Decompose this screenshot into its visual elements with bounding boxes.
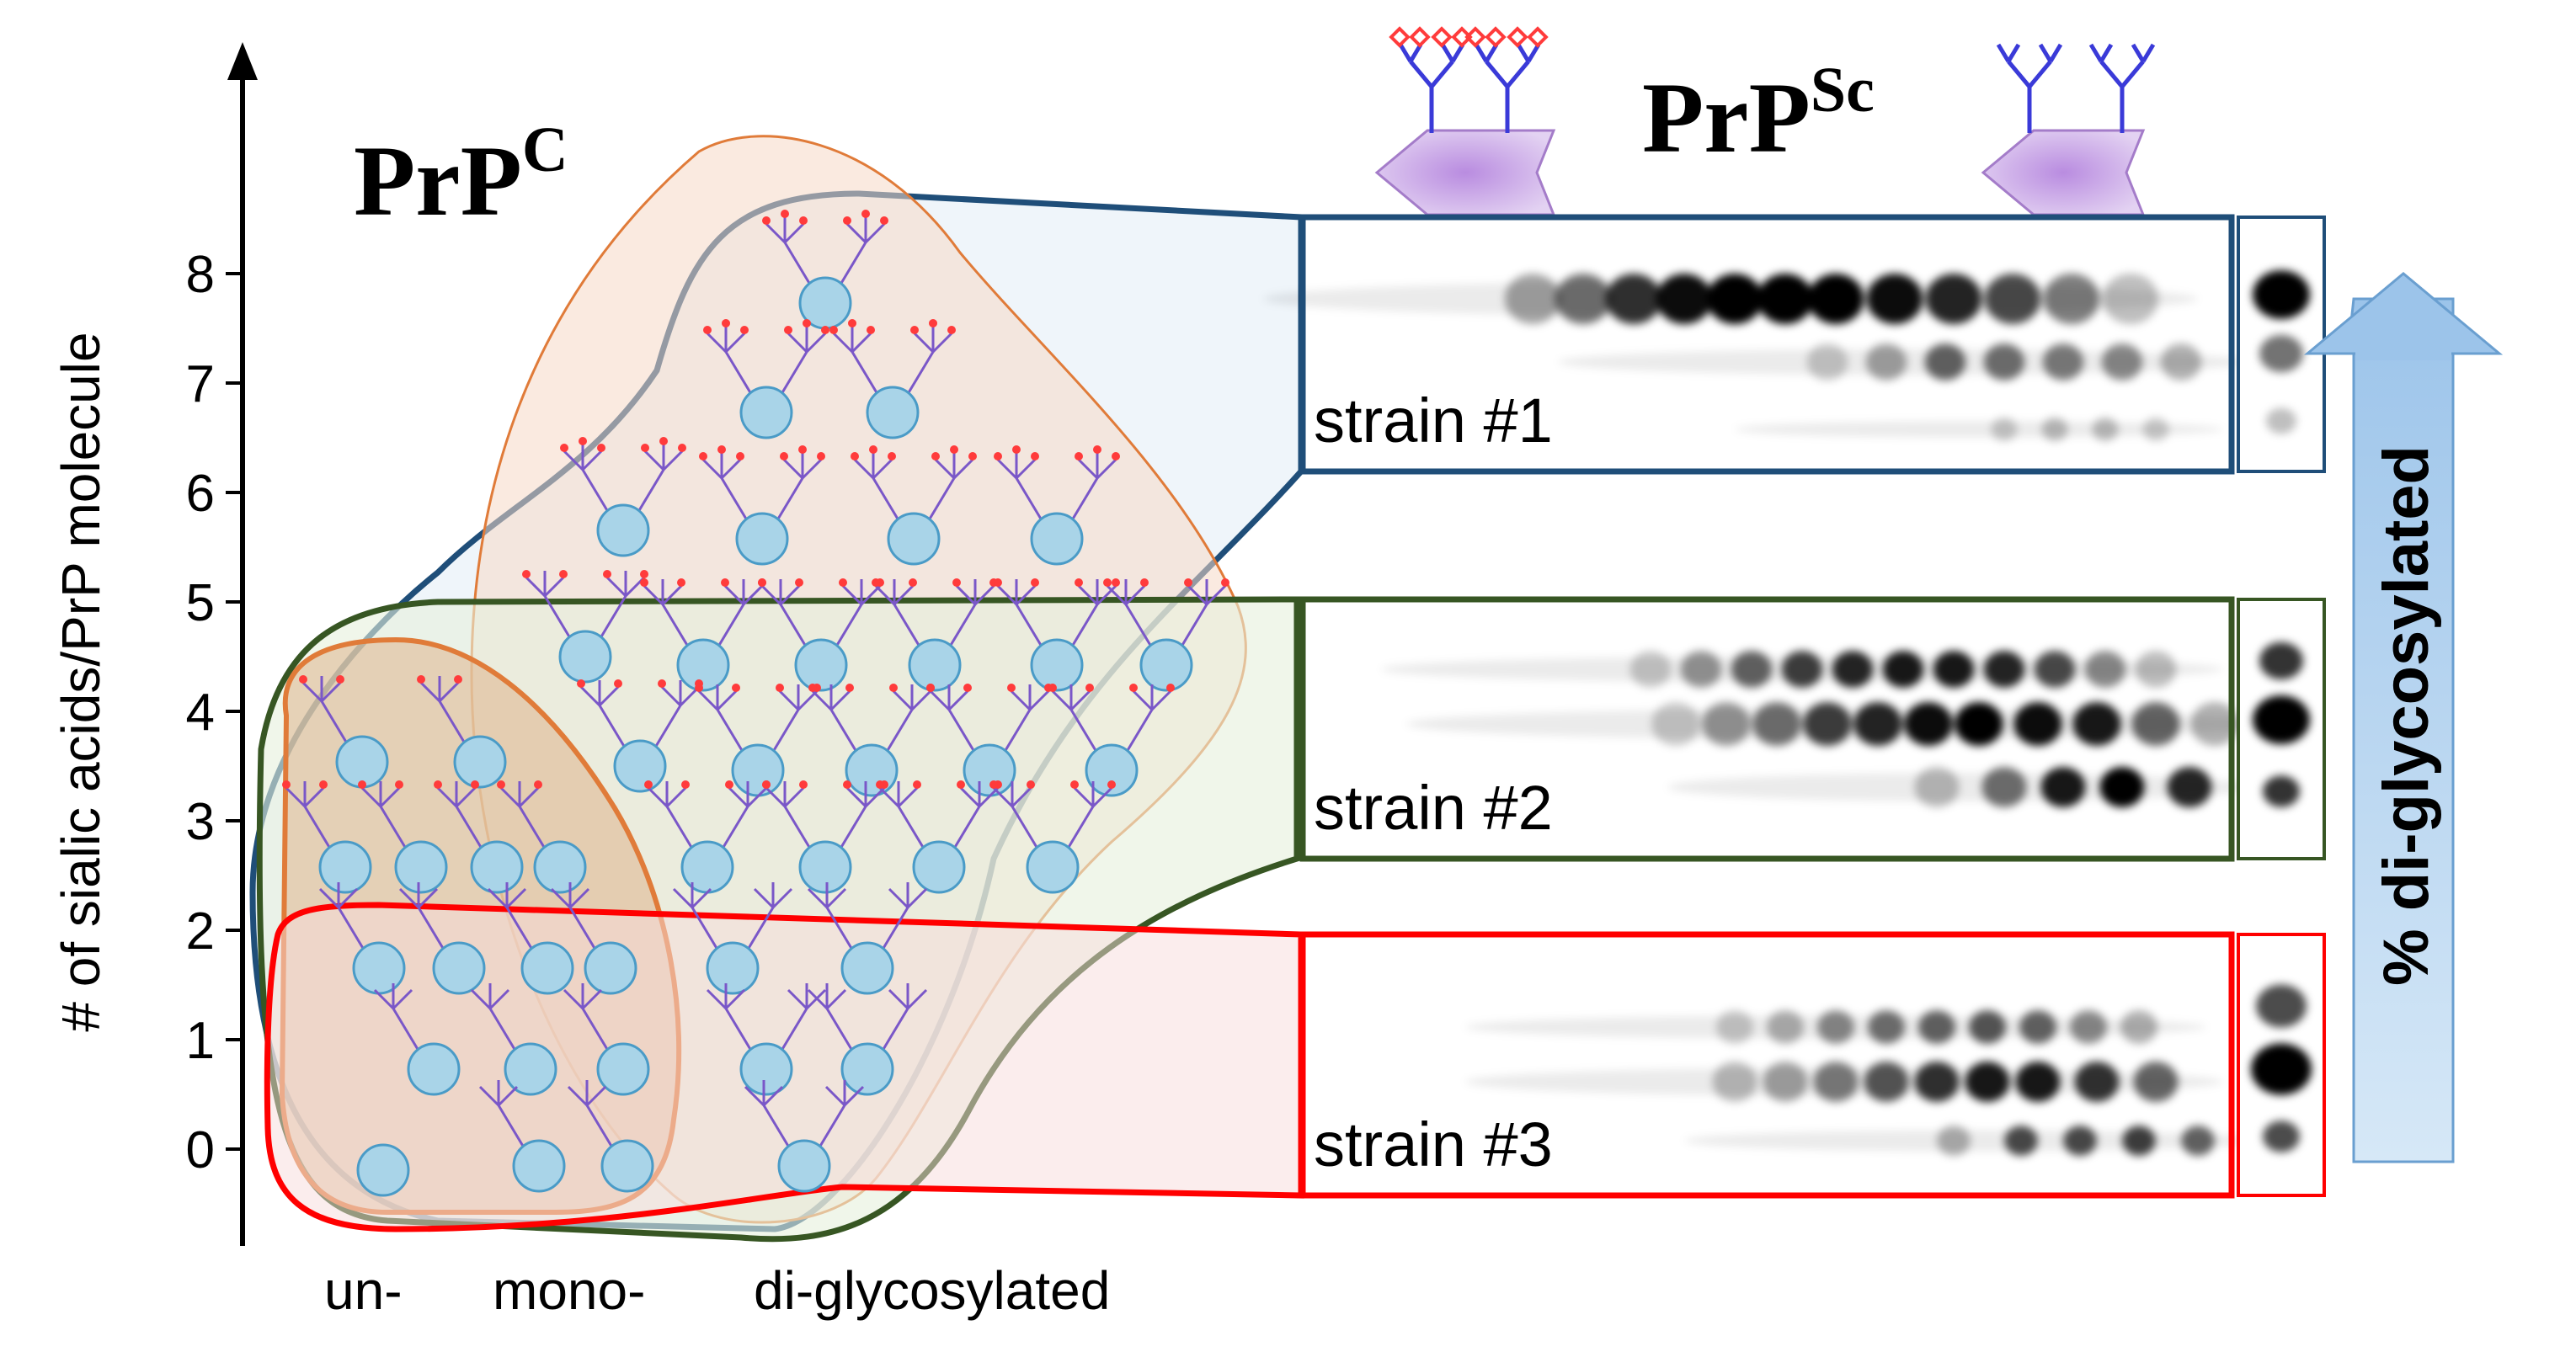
y-tick-label: 7 bbox=[186, 355, 215, 413]
blot-panel-strain1: strain #1 bbox=[1263, 214, 2326, 475]
arrow-label: % di-glycosylated bbox=[2371, 445, 2442, 986]
prpc-molecule bbox=[358, 780, 448, 894]
y-tick-label: 4 bbox=[186, 684, 215, 742]
y-tick-label: 1 bbox=[186, 1012, 215, 1070]
blot-frame bbox=[1299, 214, 2235, 475]
strain-label: strain #2 bbox=[1314, 773, 1553, 843]
y-tick-label: 2 bbox=[186, 902, 215, 961]
prpc-molecule bbox=[417, 675, 507, 789]
prpc-molecule bbox=[762, 780, 888, 894]
x-label-un: un- bbox=[324, 1260, 403, 1321]
y-axis-arrowhead bbox=[227, 42, 258, 80]
di-glycosylated-arrow: % di-glycosylated bbox=[2303, 272, 2504, 1163]
prpc-molecule bbox=[994, 578, 1120, 692]
y-tick-label: 6 bbox=[186, 465, 215, 523]
strain-label: strain #1 bbox=[1314, 386, 1553, 455]
side-lane-bands bbox=[2253, 270, 2310, 434]
prpc-molecule bbox=[560, 437, 686, 557]
prpc-molecule bbox=[703, 319, 829, 439]
x-label-mono: mono- bbox=[493, 1260, 645, 1321]
y-axis: 0 1 2 3 4 5 6 7 8 # of sialic acids/PrP molecule bbox=[51, 42, 258, 1246]
prpc-molecule bbox=[550, 882, 637, 995]
glycan-icon-asialo bbox=[1981, 43, 2156, 216]
prpc-regions bbox=[249, 135, 1304, 1243]
prpc-molecule bbox=[807, 882, 928, 995]
prp-shape-icon bbox=[1981, 129, 2146, 216]
prpc-molecule bbox=[744, 1080, 865, 1193]
prpc-molecule bbox=[851, 445, 977, 566]
x-label-di: di-glycosylated bbox=[754, 1260, 1110, 1321]
blot-frame bbox=[1299, 596, 2235, 862]
prpc-molecule bbox=[758, 578, 884, 692]
blot-spots bbox=[1263, 274, 2248, 441]
prpc-molecule bbox=[926, 684, 1053, 797]
prpc-molecule bbox=[522, 570, 648, 684]
prpc-molecule bbox=[373, 983, 461, 1096]
y-tick-label: 8 bbox=[186, 246, 215, 304]
side-lane-bands bbox=[2251, 984, 2312, 1152]
prpc-molecule bbox=[567, 1080, 654, 1193]
prpc-molecule bbox=[876, 780, 1002, 894]
side-lane-bands bbox=[2253, 641, 2310, 807]
blot-panel-strain2: strain #2 bbox=[1299, 596, 2326, 862]
arrow-head bbox=[2303, 272, 2504, 355]
prpc-molecule bbox=[1103, 578, 1229, 692]
prpc-molecule bbox=[872, 578, 998, 692]
blot-spots bbox=[1381, 651, 2282, 807]
blot-spots bbox=[1465, 1010, 2265, 1156]
blot-panel-strain3: strain #3 bbox=[1299, 931, 2326, 1199]
x-axis-labels: un- mono- di-glycosylated bbox=[324, 1260, 1110, 1321]
prp-shape-icon bbox=[1374, 129, 1556, 216]
prpc-molecule bbox=[706, 983, 827, 1096]
prpc-molecule bbox=[487, 882, 574, 995]
prpc-molecules bbox=[282, 210, 1229, 1197]
y-tick-label: 0 bbox=[186, 1121, 215, 1179]
prpc-molecule bbox=[563, 983, 650, 1096]
prpc-molecule bbox=[1048, 684, 1175, 797]
prpc-molecule bbox=[762, 210, 888, 330]
prpc-molecule bbox=[356, 1143, 410, 1197]
y-tick-label: 5 bbox=[186, 574, 215, 632]
y-axis-ticks: 0 1 2 3 4 5 6 7 8 bbox=[186, 246, 243, 1179]
prpc-molecule bbox=[640, 578, 766, 692]
prpc-title: PrPC bbox=[354, 114, 568, 237]
prpc-molecule bbox=[695, 684, 821, 797]
prpc-molecule bbox=[398, 882, 486, 995]
prpc-molecule bbox=[434, 780, 524, 894]
blot-panels: strain #1 strain #2 strain #3 bbox=[1263, 214, 2326, 1199]
prpc-molecule bbox=[470, 983, 557, 1096]
prpc-molecule bbox=[577, 679, 703, 793]
y-axis-label: # of sialic acids/PrP molecule bbox=[51, 332, 111, 1031]
prpc-molecule bbox=[478, 1080, 566, 1193]
blot-frame bbox=[1299, 931, 2235, 1199]
y-tick-label: 3 bbox=[186, 793, 215, 851]
prpc-molecule bbox=[497, 780, 587, 894]
side-lane-frame bbox=[2237, 598, 2326, 860]
prpc-molecule bbox=[699, 445, 825, 566]
prpc-molecule bbox=[989, 780, 1116, 894]
prpc-molecule bbox=[299, 675, 389, 789]
side-lane-frame bbox=[2237, 933, 2326, 1197]
prpc-molecule bbox=[829, 319, 956, 439]
prpc-molecule bbox=[318, 882, 406, 995]
prpc-molecule bbox=[807, 983, 928, 1096]
strain-label: strain #3 bbox=[1314, 1110, 1553, 1179]
glycan-icon-sialylated bbox=[1374, 26, 1556, 216]
prpc-molecule bbox=[672, 882, 793, 995]
prpsc-title: PrPSc bbox=[1642, 55, 1875, 173]
prpc-molecule bbox=[994, 445, 1120, 566]
prpc-molecule bbox=[282, 780, 372, 894]
